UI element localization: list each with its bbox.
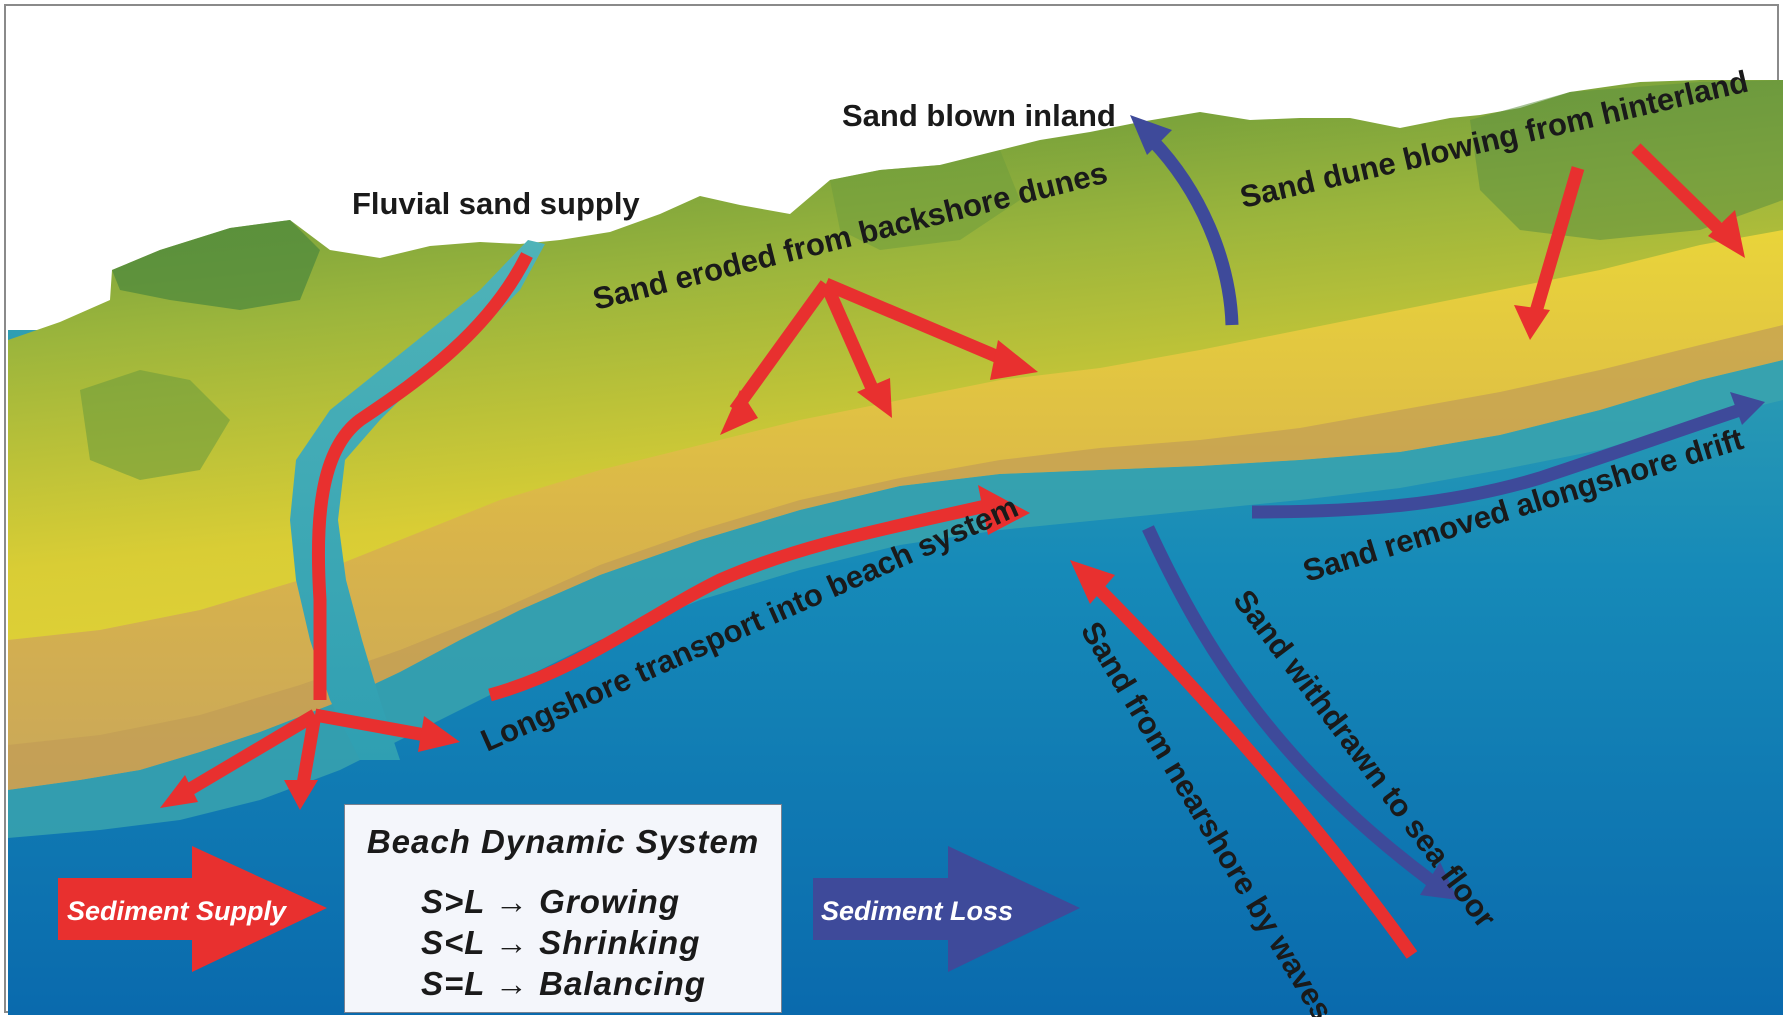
eroded-right-arrowhead xyxy=(990,340,1038,380)
fan-arrow-right xyxy=(313,708,427,742)
fan-arrow-left xyxy=(176,709,319,801)
foreshore-band xyxy=(8,325,1783,790)
shore-band xyxy=(8,230,1783,790)
fan-left-arrowhead xyxy=(160,775,198,808)
hinterland-1-arrowhead xyxy=(1514,305,1550,340)
sediment-supply-big-arrow xyxy=(58,846,327,972)
fan-mid-arrowhead xyxy=(284,780,318,810)
sediment-supply-label: Sediment Supply xyxy=(67,896,288,926)
legend-box: Beach Dynamic System S>L → Growing S<L →… xyxy=(344,804,782,1013)
hills-far-east xyxy=(1470,80,1783,240)
hills-east xyxy=(830,150,1020,250)
label-fluvial: Fluvial sand supply xyxy=(352,186,640,221)
sediment-loss-label: Sediment Loss xyxy=(821,896,1013,926)
alongshore-drift-arrowhead xyxy=(1730,392,1765,425)
fluvial-supply-arrow xyxy=(311,252,533,700)
withdrawn-arrow xyxy=(1142,525,1434,886)
hills xyxy=(112,220,320,310)
legend-rule-shrinking: S<L → Shrinking xyxy=(421,924,701,961)
longshore-into-arrow xyxy=(488,498,992,702)
eroded-arrow-mid xyxy=(820,281,881,398)
eroded-arrow-left xyxy=(729,280,832,414)
sediment-loss-big-arrow xyxy=(813,846,1080,972)
hinterland-2-arrowhead xyxy=(1708,210,1745,258)
loss-arrowheads xyxy=(1130,115,1765,900)
supply-arrowheads xyxy=(160,210,1745,810)
hills-mid xyxy=(80,370,230,480)
legend-rule-balancing: S=L → Balancing xyxy=(421,965,706,1002)
supply-arrows xyxy=(176,143,1730,959)
label-blown-inland: Sand blown inland xyxy=(842,98,1116,133)
legend-title: Beach Dynamic System xyxy=(366,823,760,860)
shallow-water xyxy=(8,360,1783,838)
legend-rule-growing: S>L → Growing xyxy=(421,883,681,920)
nearshore-wave-arrow xyxy=(1085,575,1418,959)
hinterland-arrow-2 xyxy=(1631,143,1730,240)
fan-arrow-mid xyxy=(295,713,322,792)
eroded-mid-arrowhead xyxy=(857,378,892,418)
hinterland-arrow-1 xyxy=(1528,166,1585,317)
withdrawn-arrowhead xyxy=(1420,862,1458,900)
blown-inland-arrowhead xyxy=(1130,115,1172,155)
longshore-into-arrowhead xyxy=(978,485,1030,535)
fan-right-arrowhead xyxy=(418,716,460,752)
blown-inland-arrow xyxy=(1147,135,1239,326)
loss-arrows xyxy=(1142,135,1743,886)
eroded-left-arrowhead xyxy=(720,390,758,435)
eroded-arrow-right xyxy=(823,278,1013,368)
legend-rules: S>L → Growing S<L → Shrinking S=L → Bala… xyxy=(421,881,706,1004)
river-channel xyxy=(290,240,545,760)
nearshore-wave-arrowhead xyxy=(1070,560,1115,604)
alongshore-drift-arrow xyxy=(1251,403,1743,519)
